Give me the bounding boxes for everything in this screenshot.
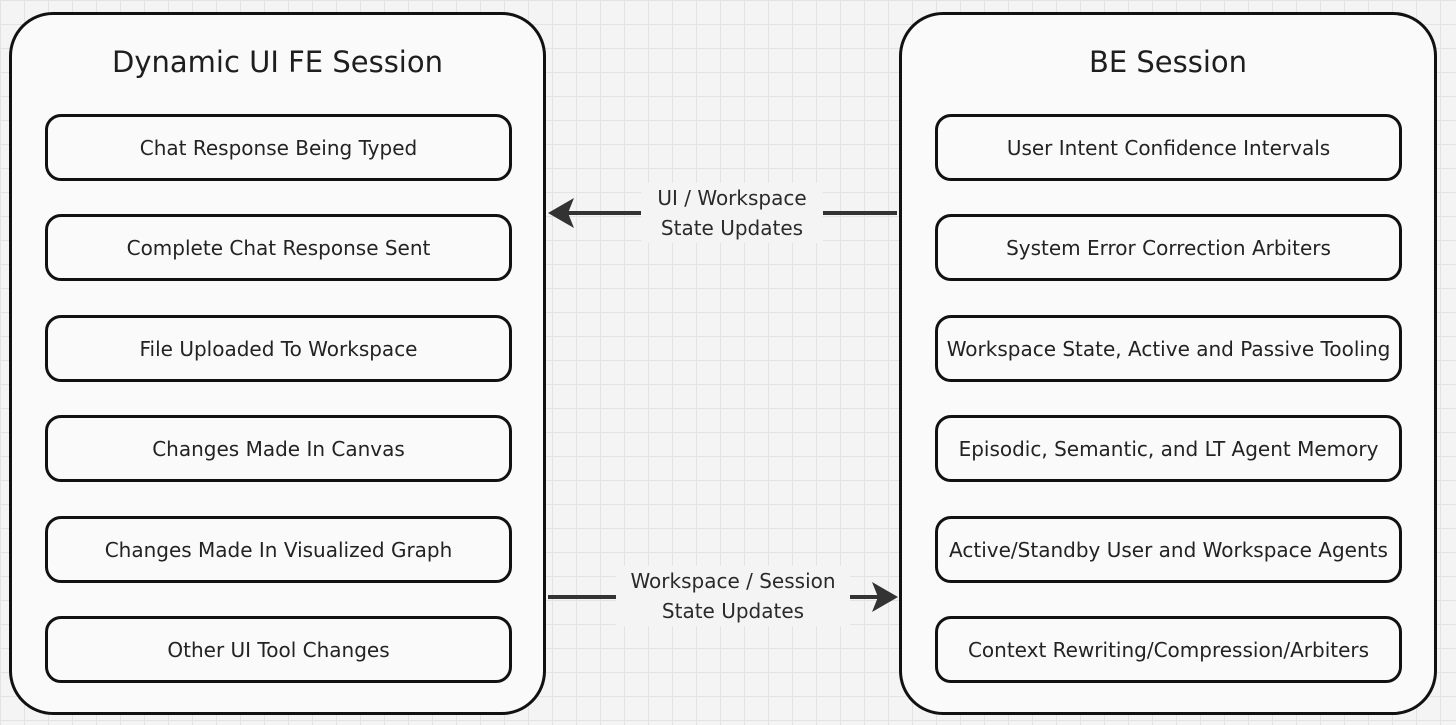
- be-item-intent-confidence: User Intent Confidence Intervals: [935, 114, 1402, 181]
- be-to-fe-label: UI / Workspace State Updates: [641, 183, 823, 243]
- fe-session-container: Dynamic UI FE Session Chat Response Bein…: [9, 12, 546, 715]
- fe-item-chat-sent: Complete Chat Response Sent: [45, 214, 512, 281]
- be-item-workspace-tooling: Workspace State, Active and Passive Tool…: [935, 315, 1402, 382]
- fe-to-be-label-line2: State Updates: [661, 599, 805, 623]
- be-item-context-rewriting: Context Rewriting/Compression/Arbiters: [935, 616, 1402, 683]
- be-item-agents: Active/Standby User and Workspace Agents: [935, 516, 1402, 583]
- fe-session-title: Dynamic UI FE Session: [112, 45, 443, 79]
- fe-to-be-arrow-head: [872, 582, 898, 612]
- be-to-fe-label-line2: State Updates: [660, 216, 804, 240]
- fe-item-canvas-changes: Changes Made In Canvas: [45, 415, 512, 482]
- fe-to-be-label: Workspace / Session State Updates: [616, 566, 850, 626]
- be-to-fe-arrow-head: [548, 198, 574, 228]
- be-to-fe-label-line1: UI / Workspace: [657, 186, 807, 210]
- fe-item-other-ui-changes: Other UI Tool Changes: [45, 616, 512, 683]
- fe-item-graph-changes: Changes Made In Visualized Graph: [45, 516, 512, 583]
- be-session-title: BE Session: [1088, 45, 1248, 79]
- fe-item-file-uploaded: File Uploaded To Workspace: [45, 315, 512, 382]
- fe-item-chat-typing: Chat Response Being Typed: [45, 114, 512, 181]
- be-item-error-correction: System Error Correction Arbiters: [935, 214, 1402, 281]
- be-item-agent-memory: Episodic, Semantic, and LT Agent Memory: [935, 415, 1402, 482]
- fe-to-be-label-line1: Workspace / Session: [630, 569, 836, 593]
- be-session-container: BE Session User Intent Confidence Interv…: [899, 12, 1437, 715]
